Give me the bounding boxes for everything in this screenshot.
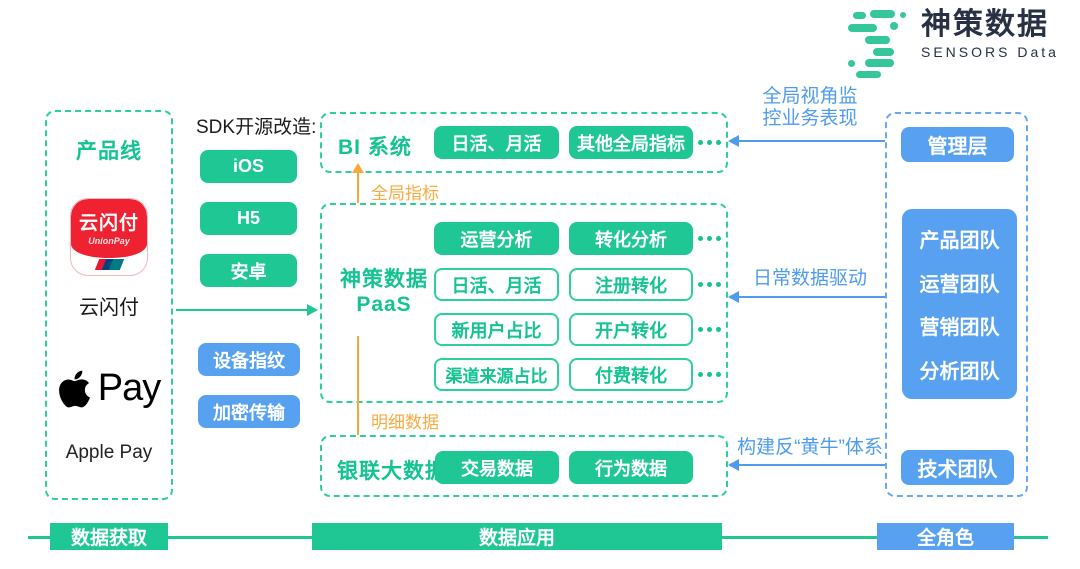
chip-tech-team: 技术团队 <box>901 450 1014 485</box>
sensors-logo-icon <box>843 8 913 78</box>
chip-conversion-analysis: 转化分析 <box>569 222 693 255</box>
chip-operation-analysis: 运营分析 <box>434 222 559 255</box>
chip-ios-sdk: iOS <box>200 150 297 183</box>
arrow-left-icon <box>728 291 739 303</box>
bi-system-box: BI 系统 日活、月活 其他全局指标 <box>320 112 728 173</box>
apple-pay-label: Apple Pay <box>65 442 153 463</box>
flow-line-products-to-paas <box>176 309 308 311</box>
team-marketing: 营销团队 <box>919 317 1000 340</box>
chip-h5-sdk: H5 <box>200 202 297 235</box>
sdk-opensource-label: SDK开源改造: <box>196 117 317 138</box>
sensors-data-logo: 神策数据 SENSORS Data <box>843 8 1059 78</box>
flow-line-teams-to-paas <box>738 296 885 298</box>
chip-channel-source-ratio: 渠道来源占比 <box>434 358 559 391</box>
apple-pay-logo: Pay <box>47 367 171 410</box>
arrow-up-icon <box>352 163 364 173</box>
stage-all-roles: 全角色 <box>877 523 1014 550</box>
chip-transaction-data: 交易数据 <box>435 451 559 484</box>
unionpay-app-icon: 云闪付 UnionPay <box>70 198 148 276</box>
flow-line-tech-to-unionpay <box>738 464 885 466</box>
stage-data-acquisition: 数据获取 <box>50 523 168 550</box>
unionpay-icon-title: 云闪付 <box>78 213 139 234</box>
detail-data-label: 明细数据 <box>371 413 439 432</box>
chip-new-user-ratio: 新用户占比 <box>434 313 559 346</box>
arrow-left-icon <box>728 459 739 471</box>
chip-android-sdk: 安卓 <box>200 254 297 287</box>
teams-group: 产品团队 运营团队 营销团队 分析团队 <box>902 209 1017 399</box>
apple-pay-wordmark: Pay <box>97 367 161 409</box>
flow-line-detail-data <box>357 336 359 440</box>
paas-title-line1: 神策数据 <box>340 268 428 291</box>
chip-behavior-data: 行为数据 <box>569 451 693 484</box>
chip-dau-mau-global: 日活、月活 <box>434 126 559 159</box>
teams-flow-label: 日常数据驱动 <box>752 268 867 289</box>
chip-account-opening-conversion: 开户转化 <box>569 313 693 346</box>
unionpay-bigdata-box: 银联大数据 交易数据 行为数据 <box>320 435 728 497</box>
flow-line-management-to-bi <box>738 140 885 142</box>
roles-box: 管理层 产品团队 运营团队 营销团队 分析团队 技术团队 <box>885 112 1028 497</box>
chip-payment-conversion: 付费转化 <box>569 358 693 391</box>
unionpay-bigdata-title: 银联大数据 <box>337 460 447 483</box>
stage-data-application: 数据应用 <box>312 523 722 550</box>
brand-name-en: SENSORS Data <box>921 44 1059 60</box>
unionpay-icon-subtitle: UnionPay <box>88 236 130 246</box>
arrow-left-icon <box>728 135 739 147</box>
brand-name-cn: 神策数据 <box>921 8 1049 41</box>
chip-registration-conversion: 注册转化 <box>569 268 693 301</box>
unionpay-app-label: 云闪付 <box>79 297 139 319</box>
management-flow-label: 全局视角监 控业务表现 <box>762 86 858 129</box>
chip-other-global-metrics: 其他全局指标 <box>569 126 693 159</box>
ellipsis-icon <box>698 327 721 332</box>
team-product: 产品团队 <box>919 230 1000 253</box>
chip-dau-mau: 日活、月活 <box>434 268 559 301</box>
paas-box: 神策数据 PaaS 运营分析 转化分析 日活、月活 注册转化 新用户占比 开户转… <box>320 203 728 403</box>
tech-flow-label: 构建反“黄牛”体系 <box>737 437 883 458</box>
arrow-right-icon <box>307 304 318 316</box>
product-line-title: 产品线 <box>76 140 142 163</box>
paas-title-line2: PaaS <box>356 293 412 316</box>
bi-system-title: BI 系统 <box>338 136 412 159</box>
product-line-box: 产品线 云闪付 UnionPay 云闪付 Pay Apple Pay <box>45 110 173 500</box>
unionpay-stripes-icon <box>71 259 147 270</box>
apple-logo-icon <box>58 370 90 407</box>
ellipsis-icon <box>698 140 721 145</box>
chip-device-fingerprint: 设备指纹 <box>198 343 300 376</box>
global-metrics-label: 全局指标 <box>371 184 439 203</box>
ellipsis-icon <box>698 372 721 377</box>
chip-management: 管理层 <box>901 127 1014 162</box>
team-analysis: 分析团队 <box>919 360 1000 383</box>
ellipsis-icon <box>698 236 721 241</box>
chip-encrypted-transmission: 加密传输 <box>198 395 300 428</box>
ellipsis-icon <box>698 282 721 287</box>
team-operation: 运营团队 <box>919 273 1000 296</box>
